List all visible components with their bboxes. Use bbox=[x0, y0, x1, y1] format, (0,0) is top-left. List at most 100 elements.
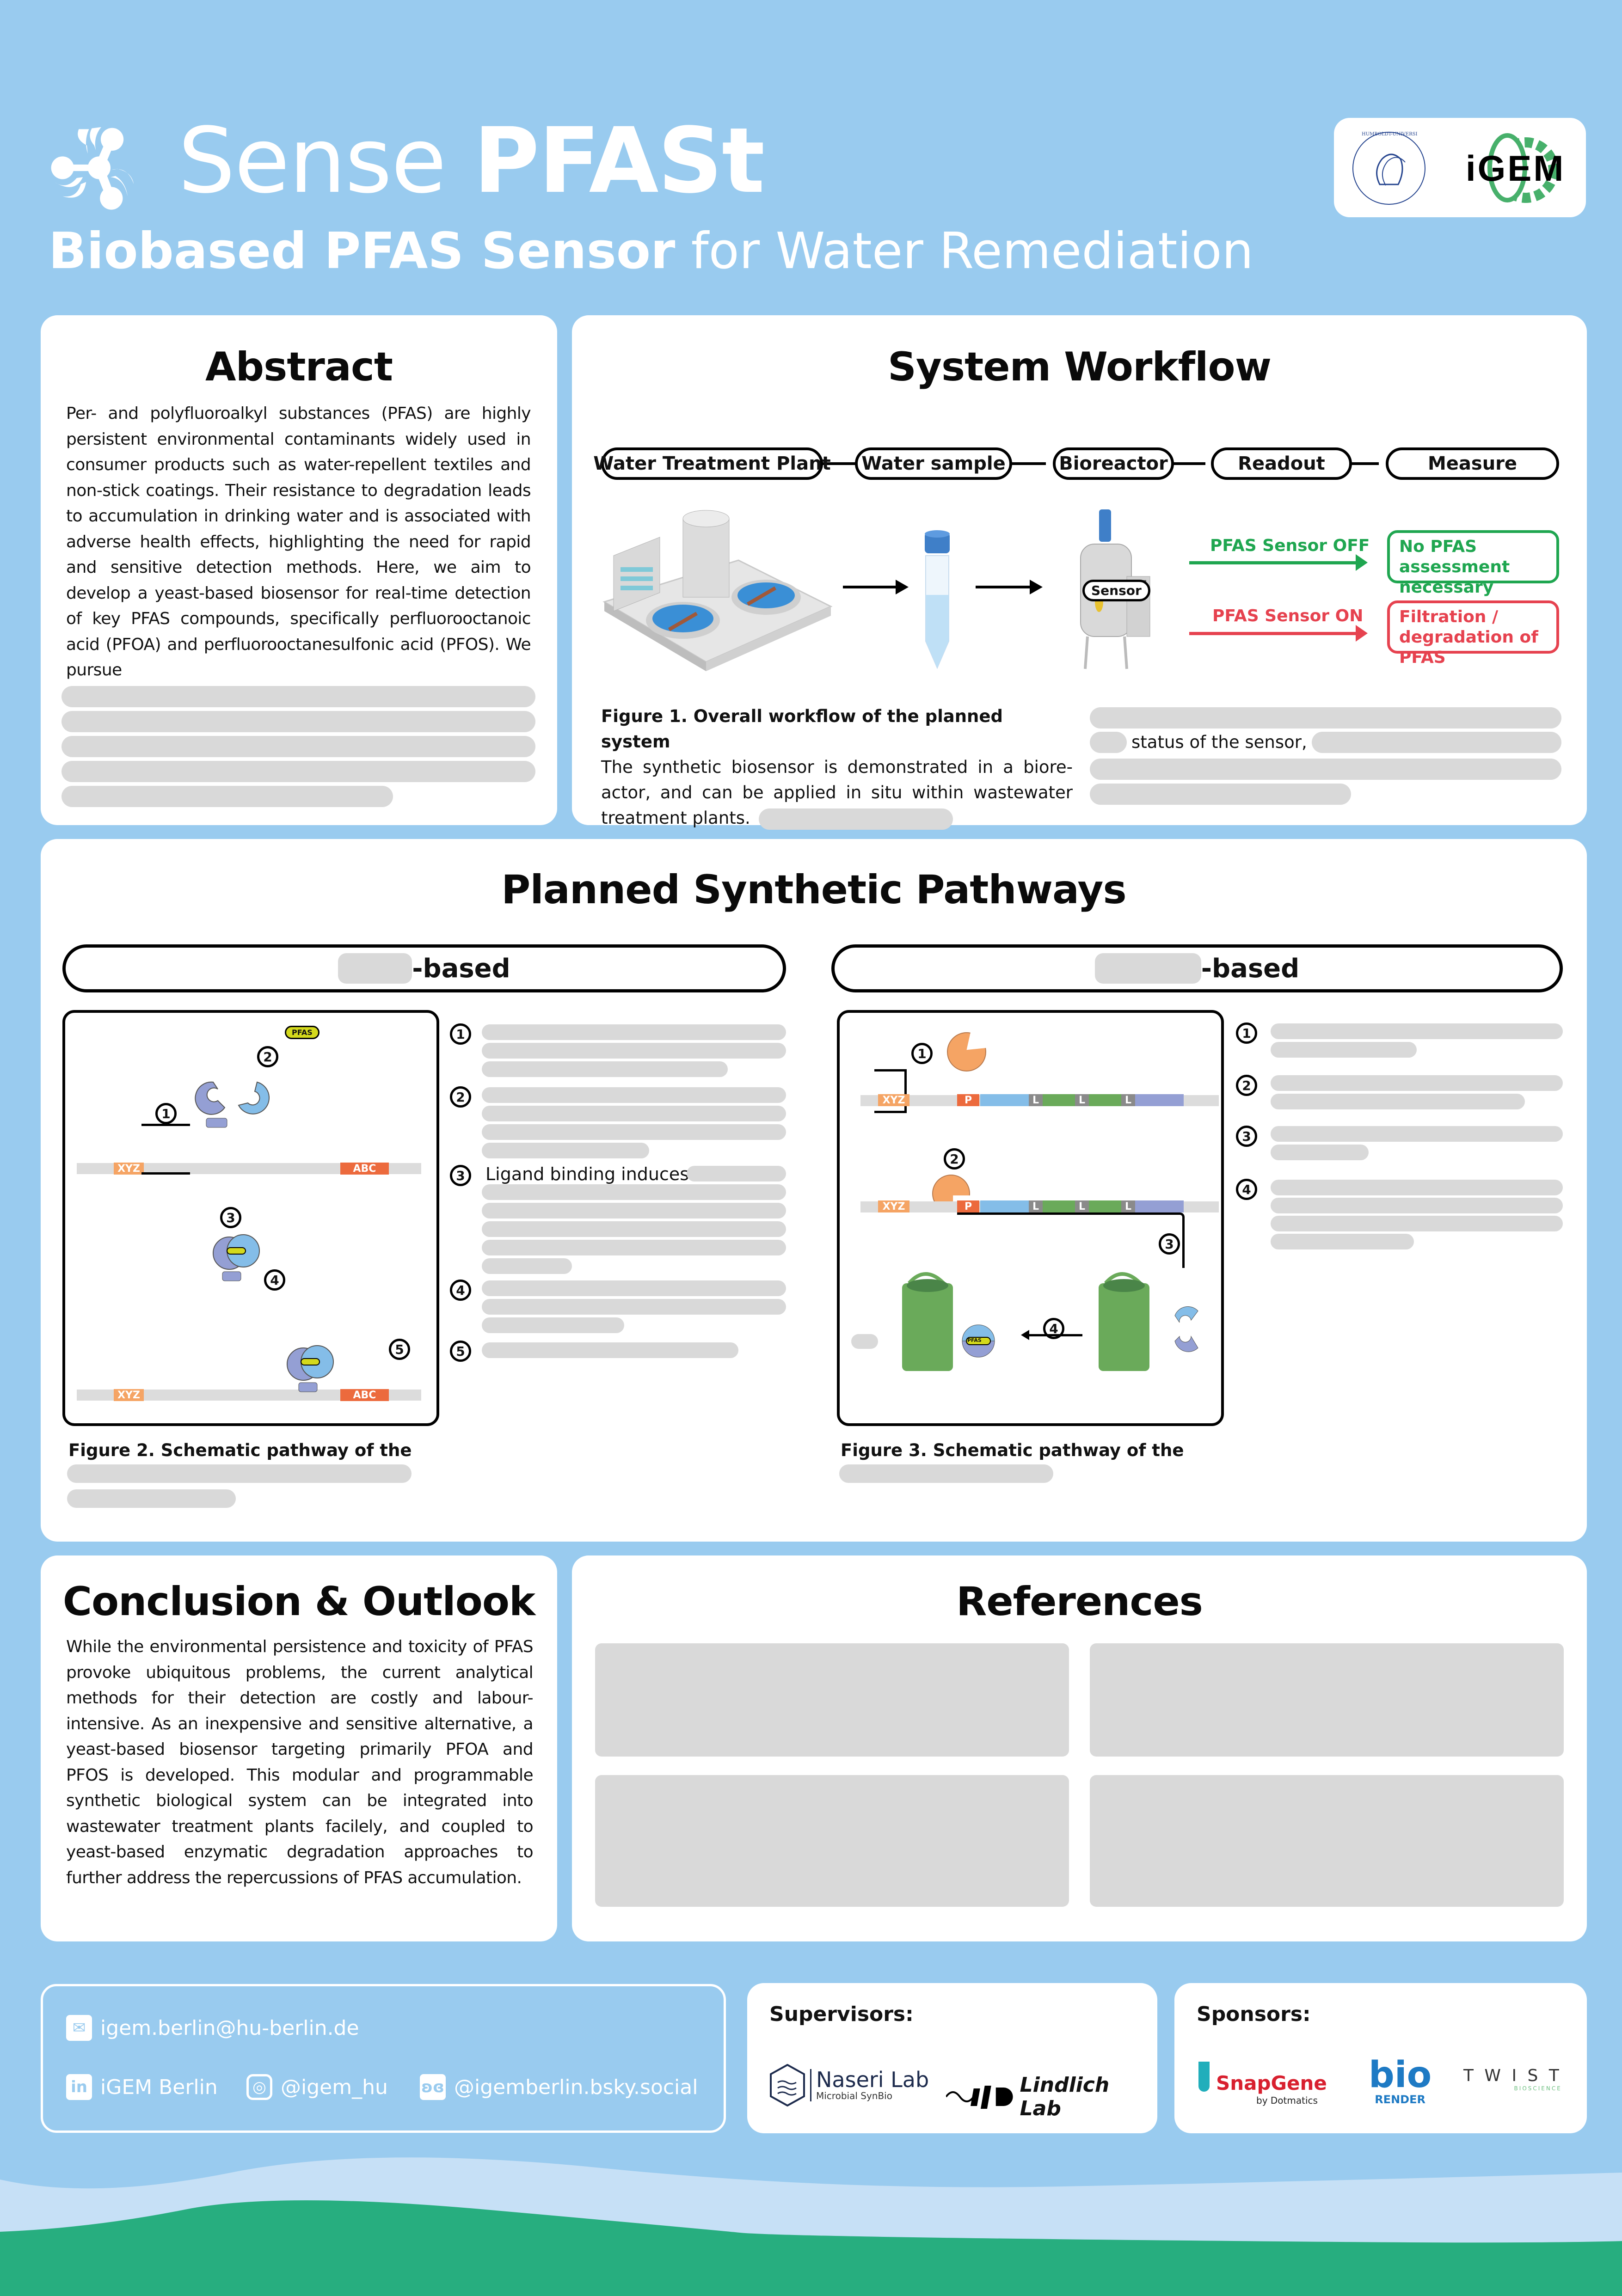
redacted-line bbox=[61, 785, 393, 807]
supervisors-heading: Supervisors: bbox=[769, 2002, 914, 2026]
bound-complex-icon bbox=[287, 1345, 334, 1392]
redacted-line bbox=[482, 1024, 786, 1040]
redacted-line bbox=[687, 1166, 786, 1182]
gene-promoter: P bbox=[957, 1200, 979, 1212]
abstract-body: Per- and polyfluoroalkyl substances (PFA… bbox=[61, 401, 535, 807]
redacted-line bbox=[839, 1464, 1053, 1483]
arrow-on-line bbox=[1189, 632, 1360, 635]
step-2-badge: 2 bbox=[257, 1046, 278, 1067]
redacted-reference bbox=[1090, 1643, 1564, 1757]
workflow-step-measure: Measure bbox=[1386, 447, 1559, 480]
lindlich-lab-logo: Lindlich Lab bbox=[946, 2073, 1157, 2120]
supervisors-card: Supervisors: Naseri Lab Microbial SynBio… bbox=[747, 1983, 1157, 2133]
instagram-text: @igem_hu bbox=[281, 2075, 388, 2099]
gene-xyz: XYZ bbox=[114, 1163, 144, 1175]
sensor-off-label: PFAS Sensor OFF bbox=[1210, 536, 1370, 555]
fusion-gene-segment bbox=[1135, 1094, 1184, 1106]
poster-title: Sense PFASt bbox=[178, 108, 765, 213]
redacted-line bbox=[482, 1203, 786, 1218]
fusion-gene-segment bbox=[1089, 1200, 1121, 1212]
redacted-line bbox=[1271, 1180, 1563, 1195]
redacted-line bbox=[1271, 1198, 1563, 1213]
redacted-line bbox=[1271, 1094, 1525, 1109]
fusion-gene-segment bbox=[1043, 1094, 1075, 1106]
redacted-line bbox=[61, 760, 535, 782]
snapgene-name: SnapGene bbox=[1216, 2072, 1327, 2094]
redacted-line bbox=[1271, 1075, 1563, 1091]
redacted-line bbox=[1090, 784, 1351, 805]
bluesky-link[interactable]: ʚɞ @igemberlin.bsky.social bbox=[420, 2074, 698, 2100]
figure-3-caption: Figure 3. Schematic pathway of the bbox=[841, 1440, 1184, 1460]
snapgene-sub: by Dotmatics bbox=[1256, 2095, 1318, 2106]
twist-name: T W I S T bbox=[1463, 2066, 1562, 2085]
redacted-word bbox=[1094, 953, 1201, 984]
right-pathway-suffix: -based bbox=[1201, 953, 1300, 984]
connector-line bbox=[1346, 462, 1379, 465]
filtration-box: Filtration / degra­dation of PFAS bbox=[1387, 600, 1559, 667]
falcon-tube-illustration bbox=[925, 530, 950, 669]
references-card: References bbox=[572, 1555, 1587, 1941]
email-link[interactable]: ✉ igem.berlin@hu-berlin.de bbox=[66, 2015, 359, 2041]
gene-abc: ABC bbox=[340, 1163, 389, 1175]
redacted-line bbox=[1271, 1145, 1369, 1160]
redacted-line bbox=[1090, 731, 1127, 753]
references-heading: References bbox=[956, 1579, 1203, 1625]
abstract-heading: Abstract bbox=[205, 344, 393, 390]
redacted-line bbox=[482, 1280, 786, 1296]
instagram-link[interactable]: ◎ @igem_hu bbox=[246, 2074, 388, 2100]
redacted-line bbox=[1311, 731, 1561, 753]
wave-decoration bbox=[0, 2157, 1622, 2296]
step-2-badge: 2 bbox=[944, 1148, 965, 1169]
institution-logos: HUMBOLDT-UNIVERSITÄT ZU BERLIN iGEM bbox=[1334, 118, 1586, 217]
figure-1-continuation: status of the sensor, bbox=[1090, 707, 1561, 805]
linker-3: L bbox=[1121, 1200, 1135, 1212]
workflow-step-water-sample: Water sample bbox=[855, 447, 1012, 480]
figure-2-caption: Figure 2. Schematic pathway of the bbox=[68, 1440, 412, 1460]
redacted-label bbox=[851, 1334, 878, 1349]
sensor-tag: Sensor bbox=[1082, 580, 1150, 601]
figure-2-diagram: XYZ ABC 1 PFAS 2 3 4 XYZ ABC 5 bbox=[62, 1010, 439, 1426]
connector-line bbox=[819, 462, 859, 465]
contact-box: ✉ igem.berlin@hu-berlin.de in iGEM Berli… bbox=[41, 1984, 726, 2133]
gene-abc: ABC bbox=[340, 1389, 389, 1401]
fusion-gene-segment bbox=[980, 1094, 1029, 1106]
redacted-line bbox=[482, 1221, 786, 1237]
linkedin-link[interactable]: in iGEM Berlin bbox=[66, 2074, 218, 2100]
lindlich-lab-name: Lindlich Lab bbox=[1020, 2073, 1110, 2120]
pfas-ligand-badge: PFAS bbox=[967, 1337, 982, 1343]
arrow-left-head-icon bbox=[1021, 1330, 1029, 1340]
receptor-complex-icon bbox=[213, 1234, 260, 1281]
redacted-line bbox=[482, 1061, 728, 1077]
water-treatment-plant-illustration bbox=[602, 510, 833, 671]
step-1-badge: 1 bbox=[911, 1043, 933, 1064]
redacted-line bbox=[482, 1240, 786, 1255]
sponsors-heading: Sponsors: bbox=[1197, 2002, 1311, 2026]
step-2-badge: 2 bbox=[1236, 1075, 1257, 1096]
naseri-lab-logo: Naseri Lab Microbial SynBio bbox=[769, 2064, 929, 2106]
redacted-line bbox=[1090, 707, 1561, 729]
fusion-gene-segment bbox=[1089, 1094, 1121, 1106]
redacted-line bbox=[67, 1489, 236, 1508]
step-1-badge: 1 bbox=[155, 1103, 177, 1124]
right-steps-list: 1 2 3 4 bbox=[1230, 1017, 1572, 1313]
instagram-icon: ◎ bbox=[246, 2074, 272, 2100]
receptor-proteins-icon bbox=[195, 1081, 270, 1128]
fusion-gene-segment bbox=[1043, 1200, 1075, 1212]
left-pathway-suffix: -based bbox=[412, 953, 510, 984]
membrane-channel-open-icon bbox=[1099, 1272, 1198, 1371]
figure-3-diagram: 1 XYZ P L L L 2 XYZ P L L L 3 PFAS 4 bbox=[837, 1010, 1224, 1426]
snapgene-logo: SnapGene by Dotmatics bbox=[1198, 2062, 1328, 2108]
sponsors-card: Sponsors: SnapGene by Dotmatics bio REND… bbox=[1174, 1983, 1587, 2133]
redacted-line bbox=[1271, 1216, 1563, 1231]
naseri-lab-name: Naseri Lab bbox=[816, 2067, 929, 2092]
bluesky-text: @igemberlin.bsky.social bbox=[454, 2075, 698, 2099]
linkedin-text: iGEM Berlin bbox=[100, 2075, 218, 2099]
redacted-line bbox=[61, 686, 535, 707]
redacted-reference bbox=[595, 1775, 1069, 1907]
linker-2: L bbox=[1075, 1094, 1089, 1106]
conclusion-heading: Conclusion & Outlook bbox=[62, 1579, 535, 1625]
poster-subtitle: Biobased PFAS Sensor for Water Remediati… bbox=[49, 222, 1253, 280]
redacted-line bbox=[61, 735, 535, 757]
redacted-reference bbox=[1090, 1775, 1564, 1907]
linker-3: L bbox=[1121, 1094, 1135, 1106]
